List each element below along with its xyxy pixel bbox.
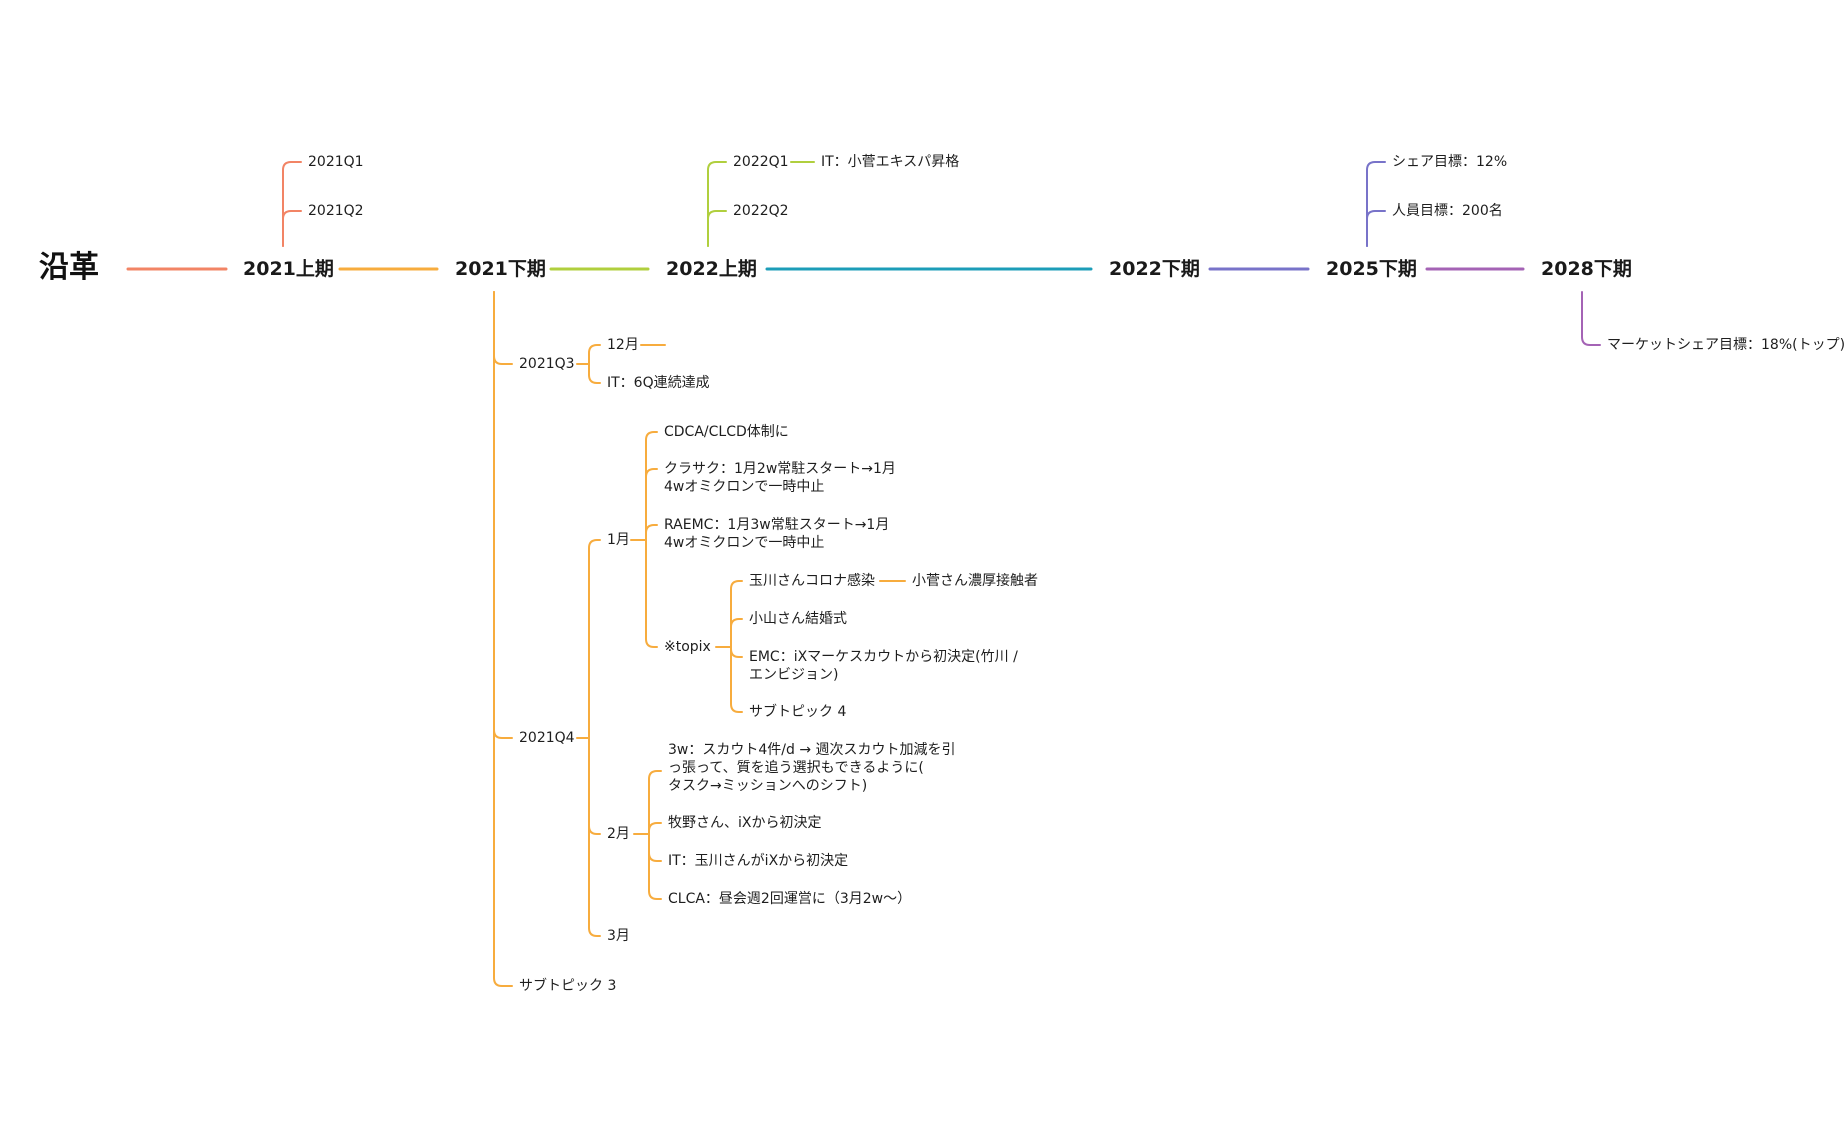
branch-march bbox=[588, 737, 601, 937]
period-2021-second-half[interactable]: 2021下期 bbox=[455, 258, 546, 280]
branch-feb-3w bbox=[648, 770, 662, 835]
topic-staff-target[interactable]: 人員目標：200名 bbox=[1392, 203, 1503, 219]
period-2028-second-half[interactable]: 2028下期 bbox=[1541, 258, 1632, 280]
period-2025-second-half[interactable]: 2025下期 bbox=[1326, 258, 1417, 280]
root-title[interactable]: 沿革 bbox=[39, 250, 99, 285]
branch-market-share bbox=[1581, 291, 1601, 346]
branch-emc bbox=[730, 646, 743, 658]
topic-it-6q[interactable]: IT：6Q連続達成 bbox=[607, 375, 710, 391]
branch-2021q4 bbox=[493, 291, 513, 739]
topic-december[interactable]: 12月 bbox=[607, 337, 639, 353]
branch-it-6q bbox=[588, 363, 601, 384]
topic-2021q1[interactable]: 2021Q1 bbox=[308, 154, 364, 170]
branch-kurasaku bbox=[645, 468, 658, 541]
branch-2021q1 bbox=[282, 161, 302, 247]
topic-market-share-target[interactable]: マーケットシェア目標：18%(トップ) bbox=[1607, 337, 1846, 353]
topic-kurasaku[interactable]: クラサク：1月2w常駐スタート→1月 4wオミクロンで一時中止 bbox=[664, 461, 896, 495]
branch-february bbox=[588, 737, 601, 835]
branch-2022q2 bbox=[707, 210, 727, 247]
topic-january[interactable]: 1月 bbox=[607, 532, 630, 548]
topic-makino[interactable]: 牧野さん、iXから初決定 bbox=[668, 815, 822, 831]
topic-2021q3[interactable]: 2021Q3 bbox=[519, 356, 575, 372]
topic-2021q4[interactable]: 2021Q4 bbox=[519, 730, 575, 746]
topic-march[interactable]: 3月 bbox=[607, 928, 630, 944]
topic-share-target[interactable]: シェア目標：12% bbox=[1392, 154, 1508, 170]
period-2021-first-half[interactable]: 2021上期 bbox=[243, 258, 334, 280]
branch-makino bbox=[648, 822, 662, 835]
topic-cdca-clcd[interactable]: CDCA/CLCD体制に bbox=[664, 424, 789, 440]
topic-emc[interactable]: EMC：iXマーケスカウトから初決定(竹川 / エンビジョン) bbox=[749, 649, 1018, 683]
topic-tamagawa-covid[interactable]: 玉川さんコロナ感染 bbox=[749, 573, 875, 589]
branch-cdca-clcd bbox=[645, 431, 658, 541]
topic-feb-3w[interactable]: 3w：スカウト4件/d → 週次スカウト加減を引 っ張って、質を追う選択もできる… bbox=[668, 742, 956, 794]
branch-koyama bbox=[730, 618, 743, 648]
branch-2021q2 bbox=[282, 210, 302, 247]
branch-2021q3 bbox=[493, 291, 513, 365]
branch-feb-it bbox=[648, 833, 662, 862]
branch-raemc bbox=[645, 524, 658, 541]
topic-raemc[interactable]: RAEMC：1月3w常駐スタート→1月 4wオミクロンで一時中止 bbox=[664, 517, 890, 551]
topic-2021q2[interactable]: 2021Q2 bbox=[308, 203, 364, 219]
branch-subtopic-3 bbox=[493, 291, 513, 987]
branch-share-target bbox=[1366, 161, 1386, 247]
period-2022-second-half[interactable]: 2022下期 bbox=[1109, 258, 1200, 280]
branch-january bbox=[588, 539, 601, 739]
branch-december bbox=[588, 344, 601, 365]
branch-tamagawa bbox=[730, 580, 743, 648]
topic-2022q1[interactable]: 2022Q1 bbox=[733, 154, 789, 170]
topic-clca[interactable]: CLCA：昼会週2回運営に（3月2w〜） bbox=[668, 891, 912, 907]
branch-2022q1 bbox=[707, 161, 727, 247]
period-2022-first-half[interactable]: 2022上期 bbox=[666, 258, 757, 280]
topic-2022q2[interactable]: 2022Q2 bbox=[733, 203, 789, 219]
topic-february[interactable]: 2月 bbox=[607, 826, 630, 842]
topic-2022q1-it[interactable]: IT：小菅エキスパ昇格 bbox=[821, 154, 960, 170]
topic-topix[interactable]: ※topix bbox=[664, 639, 711, 655]
topic-subtopic-3[interactable]: サブトピック 3 bbox=[519, 978, 617, 994]
topic-koyama-wedding[interactable]: 小山さん結婚式 bbox=[749, 611, 847, 627]
branch-staff-target bbox=[1366, 210, 1386, 247]
branch-clca bbox=[648, 833, 662, 900]
branch-topix bbox=[645, 539, 658, 648]
branch-subtopic-4 bbox=[730, 646, 743, 713]
topic-feb-it[interactable]: IT：玉川さんがiXから初決定 bbox=[668, 853, 849, 869]
topic-subtopic-4[interactable]: サブトピック 4 bbox=[749, 704, 847, 720]
topic-kosuge-contact[interactable]: 小菅さん濃厚接触者 bbox=[912, 573, 1038, 589]
